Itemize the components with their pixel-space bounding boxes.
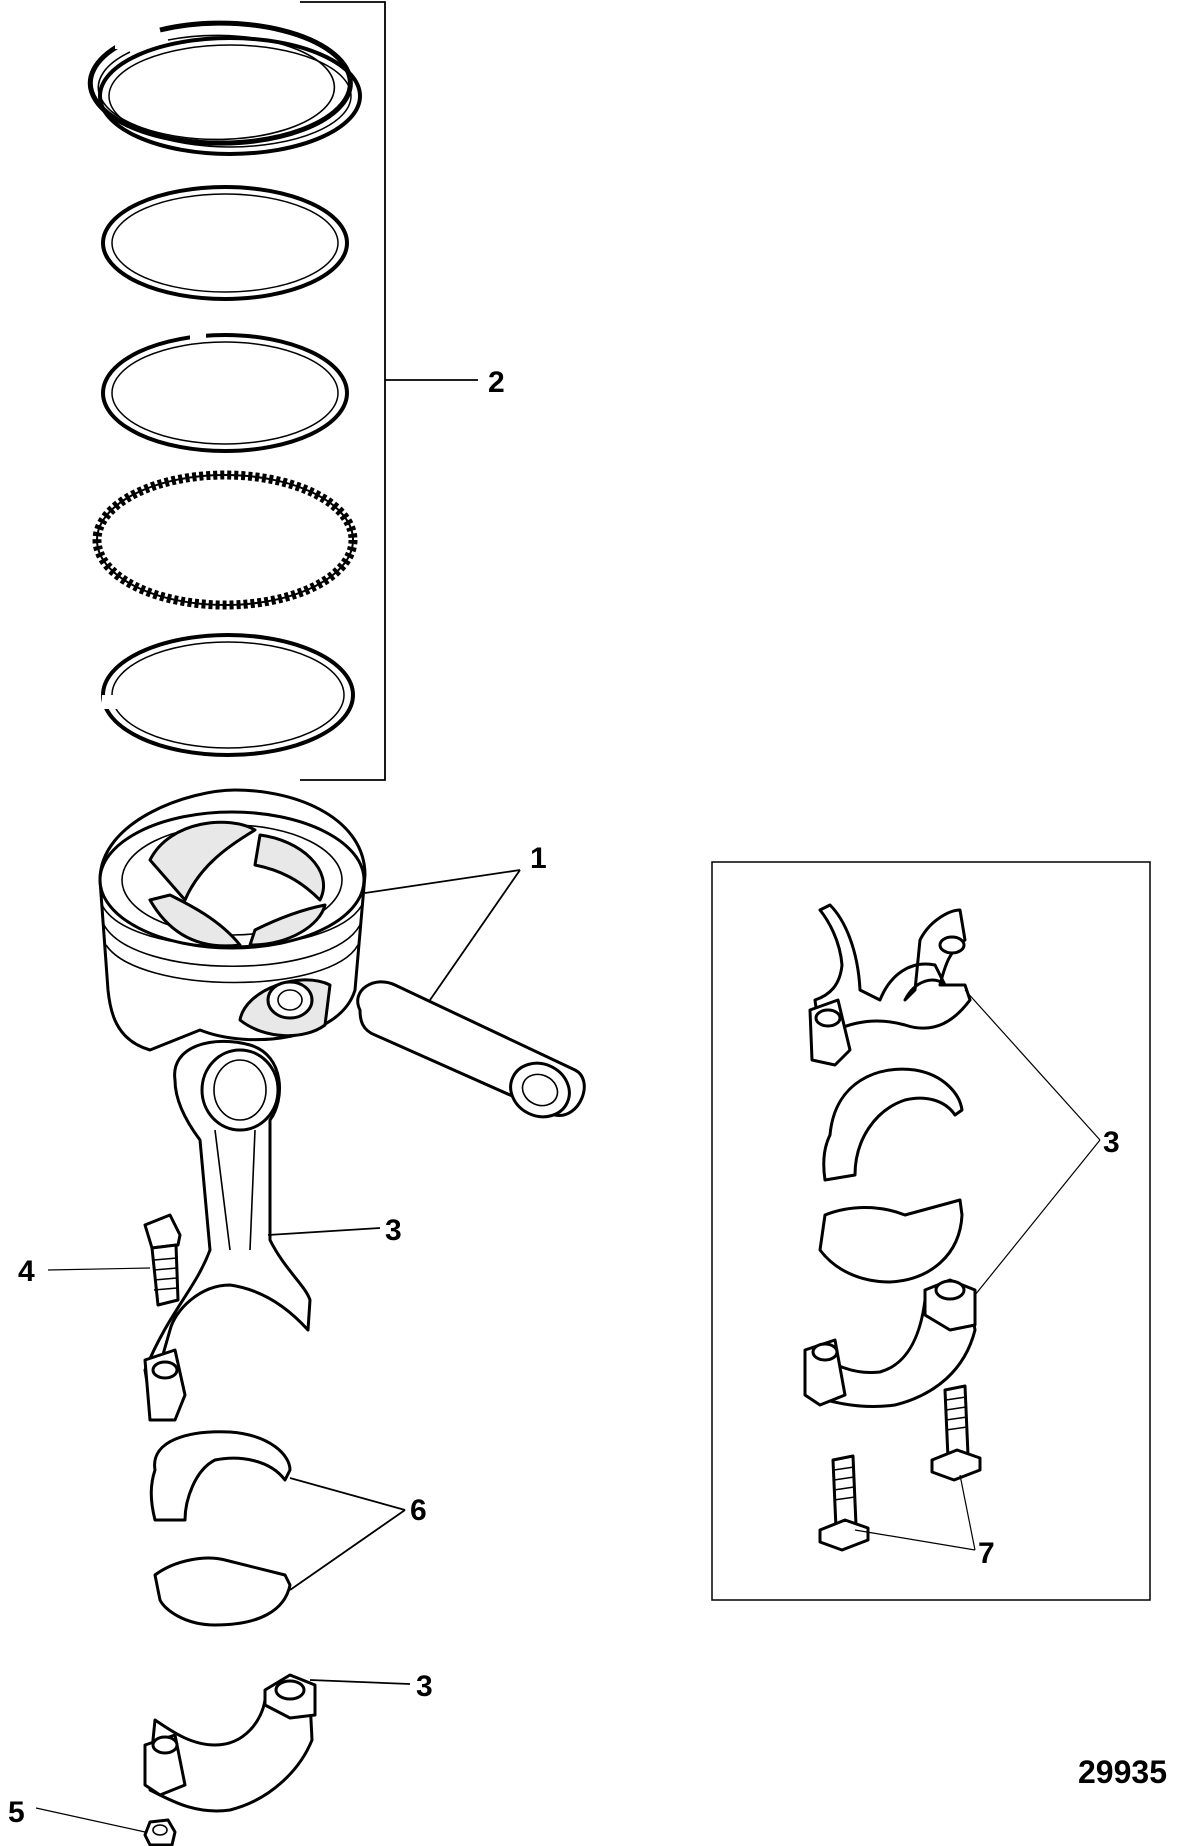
callout-5: 5 [8,1796,25,1829]
connecting-rod [143,1039,381,1422]
piston-pin [356,980,586,1119]
rod-bolt [47,1213,182,1307]
piston-rings [87,1,478,781]
callout-3-inset: 3 [1103,1126,1120,1159]
rod-nut [35,1807,177,1846]
inset-rod-lower-end [808,903,972,1067]
callout-3-rod: 3 [385,1214,402,1247]
callout-2: 2 [488,366,505,399]
callout-7: 7 [978,1537,995,1570]
rod-bearings [149,1430,406,1627]
figure-number: 29935 [1078,1754,1167,1790]
inset-rod-cap [803,1278,977,1409]
inset-bearings [818,1067,964,1284]
callout-6: 6 [410,1494,427,1527]
callout-3-cap: 3 [416,1670,433,1703]
inset-detail-box [711,861,1151,1601]
piston [98,788,367,1052]
callout-1: 1 [530,842,547,875]
callout-4: 4 [18,1255,35,1288]
piston-ring-top [87,20,353,146]
inset-bolts [818,1384,982,1552]
rod-cap [143,1673,411,1813]
